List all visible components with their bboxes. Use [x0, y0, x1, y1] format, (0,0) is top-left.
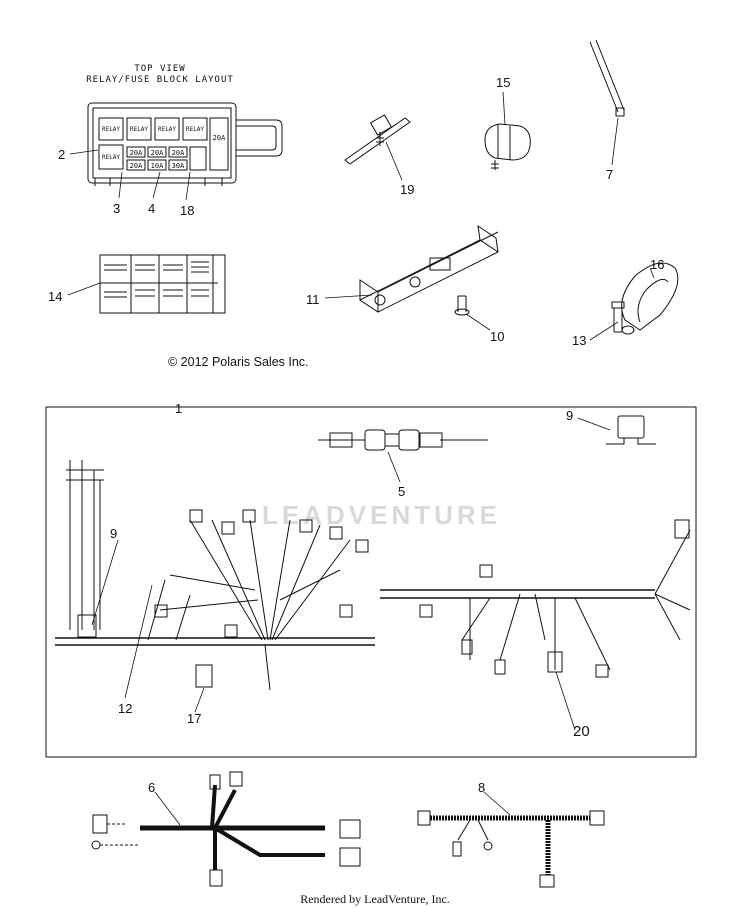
copyright-text: © 2012 Polaris Sales Inc. [168, 355, 309, 369]
right-harness-drawing [380, 519, 691, 678]
leader-lines [67, 91, 655, 826]
main-harness-frame [45, 406, 697, 758]
fuse-4-value: 20A [130, 162, 143, 170]
relay-1-label: RELAY [102, 126, 120, 133]
callout-18: 18 [180, 203, 195, 218]
fuse-2-value: 20A [151, 149, 164, 157]
callout-3: 3 [113, 201, 121, 216]
fuse-block-layout-title: TOP VIEW RELAY/FUSE BLOCK LAYOUT [80, 64, 240, 86]
callout-2: 2 [58, 147, 66, 162]
bolt-drawing [611, 301, 625, 333]
tie-strap-drawing [344, 114, 411, 165]
relay-fuse-block-drawing [87, 102, 283, 186]
layout-title-line-2: RELAY/FUSE BLOCK LAYOUT [86, 75, 234, 85]
callout-9-relay: 9 [566, 408, 574, 423]
callout-10: 10 [490, 329, 505, 344]
left-harness-drawing [55, 460, 375, 691]
footer-credit: Rendered by LeadVenture, Inc. [300, 892, 450, 906]
fuse-3-value: 20A [172, 149, 185, 157]
fuse-6-value: 30A [172, 162, 185, 170]
callout-7: 7 [606, 167, 614, 182]
callout-8: 8 [478, 780, 486, 795]
callout-9-harness: 9 [110, 526, 118, 541]
callout-4: 4 [148, 201, 156, 216]
clip-drawing [484, 123, 531, 170]
fuse-5-value: 10A [151, 162, 164, 170]
fuse-1-value: 20A [130, 149, 143, 157]
relay-5-label: RELAY [102, 154, 120, 161]
long-tie-strap-drawing [589, 39, 625, 117]
callout-11: 11 [306, 292, 320, 307]
relay-drawing [606, 415, 656, 445]
relay-3-label: RELAY [158, 126, 176, 133]
callout-15: 15 [496, 75, 511, 90]
callout-14: 14 [48, 289, 63, 304]
harness-6-drawing [91, 771, 361, 887]
callout-17: 17 [187, 711, 202, 726]
bracket-drawing [359, 224, 499, 313]
callout-19: 19 [400, 182, 415, 197]
fuse-label-card-drawing [99, 254, 226, 314]
callout-20: 20 [573, 723, 590, 740]
callout-16: 16 [650, 257, 665, 272]
relay-4-label: RELAY [186, 126, 204, 133]
relay-2-label: RELAY [130, 126, 148, 133]
callout-12: 12 [118, 701, 133, 716]
callout-6: 6 [148, 780, 156, 795]
screw-drawing [454, 295, 470, 316]
layout-title-line-1: TOP VIEW [134, 64, 186, 74]
p-clamp-drawing [621, 262, 679, 335]
callout-1: 1 [175, 401, 183, 416]
callout-13: 13 [572, 333, 587, 348]
watermark-text: LEADVENTURE [262, 500, 502, 530]
fuse-7-value: 20A [213, 134, 226, 142]
harness-8-drawing [417, 810, 605, 888]
callout-5: 5 [398, 484, 406, 499]
fuse-holder-drawing [318, 429, 488, 451]
